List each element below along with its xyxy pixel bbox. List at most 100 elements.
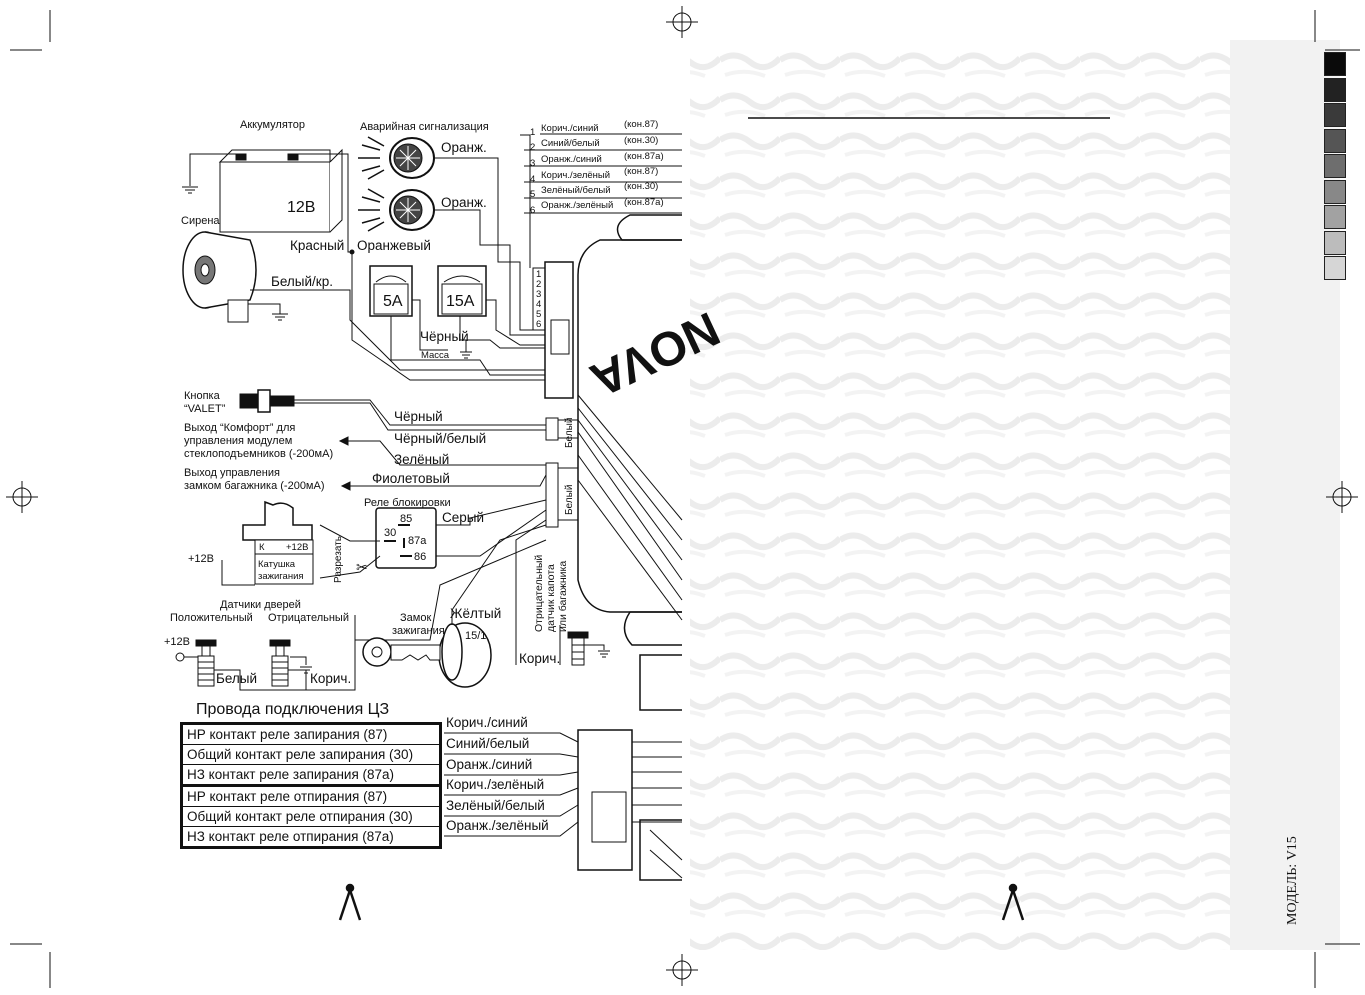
trunk-line2: замком багажника (-200мА) (184, 480, 325, 492)
relay-pin-30: 30 (384, 527, 397, 539)
fuse-5a-icon (369, 265, 413, 317)
pin-color: Оранж./синий (541, 154, 602, 165)
doors-brown: Корич. (310, 671, 352, 686)
valet-button-icon (239, 389, 295, 413)
relay-title: Реле блокировки (364, 497, 451, 509)
pin-label: 2 (536, 279, 542, 290)
valet-wire-blackwhite: Чёрный/белый (394, 431, 487, 446)
trunk-wire: Фиолетовый (372, 471, 450, 486)
cz-wire: Корич./синий (446, 715, 528, 730)
coil-plus: +12В (286, 542, 309, 553)
wire-red: Красный (290, 238, 345, 253)
pin-color: Зелёный/белый (541, 185, 611, 196)
ground-label: Масса (421, 350, 450, 361)
right-edge-texture (1230, 40, 1340, 950)
cz-desc: НР контакт реле запирания (87) (181, 723, 441, 745)
pin-color: Оранж./зелёный (541, 200, 614, 211)
pin-contact: (кон.30) (624, 135, 659, 146)
siren-title: Сирена (181, 215, 220, 227)
pin-color: Корич./синий (541, 123, 599, 134)
pin-contact: (кон.30) (624, 181, 659, 192)
siren-wire: Белый/кр. (271, 274, 333, 289)
pin-contact: (кон.87а) (624, 151, 664, 162)
hazard-lamp1-label: Оранж. (441, 140, 487, 155)
coil-line1: Катушка (258, 559, 296, 570)
logo-icon (338, 883, 1025, 921)
fuse-15a-label: 15А (446, 293, 475, 310)
table-row: НР контакт реле запирания (87) (181, 723, 441, 745)
valet-line2: “VALET” (184, 403, 226, 415)
cz-wire: Корич./зелёный (446, 777, 545, 792)
cz-table: НР контакт реле запирания (87) Общий кон… (180, 722, 442, 849)
doors-positive: Положительный (170, 612, 253, 624)
pin-num: 6 (530, 205, 536, 216)
alarm-unit-icon (577, 214, 683, 881)
relay-wire: Серый (442, 510, 485, 525)
fuse-5a-label: 5А (383, 293, 403, 310)
cz-desc: НЗ контакт реле отпирания (87а) (181, 826, 441, 848)
battery-voltage: 12В (287, 199, 316, 216)
ignition-wire: Жёлтый (450, 606, 502, 621)
ignition-lock-icon (362, 622, 492, 688)
doors-white: Белый (216, 671, 258, 686)
battery-icon (218, 148, 343, 233)
cz-desc: Общий контакт реле отпирания (30) (181, 806, 441, 827)
grayscale-swatch (1324, 179, 1346, 204)
doors-title: Датчики дверей (220, 599, 301, 611)
grayscale-swatch (1324, 103, 1346, 127)
comfort-line3: стеклоподъемников (-200мА) (184, 448, 334, 460)
hazard-lamp2-label: Оранж. (441, 195, 487, 210)
cz-wire: Зелёный/белый (446, 798, 545, 813)
hazard-lamp-icon (358, 136, 435, 180)
comfort-line1: Выход “Комфорт” для (184, 422, 296, 434)
ignition-line1: Замок (400, 612, 432, 624)
fuse-15a-icon (437, 265, 487, 317)
pin-label: 5 (536, 309, 542, 320)
relay-pin-85: 85 (400, 513, 413, 525)
pin-num: 1 (530, 127, 536, 138)
pin-label: 3 (536, 289, 542, 300)
grayscale-swatch (1324, 77, 1346, 102)
coil-line2: зажигания (258, 571, 304, 582)
wire-black: Чёрный (420, 329, 469, 344)
scissors-icon: ✂ (356, 559, 368, 575)
pin-color: Синий/белый (541, 138, 600, 149)
hazard-lamp-icon (358, 188, 435, 232)
pin-label: 1 (536, 269, 542, 280)
table-row: Общий контакт реле запирания (30) (181, 744, 441, 765)
grayscale-swatch (1324, 230, 1346, 255)
pin-num: 2 (530, 142, 536, 153)
pin-contact: (кон.87) (624, 119, 659, 130)
grayscale-swatch (1324, 128, 1346, 153)
cz-desc: Общий контакт реле запирания (30) (181, 744, 441, 765)
pin-num: 3 (530, 158, 536, 169)
table-row: Общий контакт реле отпирания (30) (181, 806, 441, 827)
pin-contact: (кон.87) (624, 166, 659, 177)
doors-negative: Отрицательный (268, 612, 349, 624)
ignition-coil-icon (242, 500, 314, 585)
wire-orange: Оранжевый (357, 238, 431, 253)
cz-title: Провода подключения ЦЗ (196, 701, 390, 718)
valet-wire-black: Чёрный (394, 409, 443, 424)
table-row: НЗ контакт реле запирания (87а) (181, 764, 441, 786)
ignition-line2: зажигания (392, 625, 445, 637)
coil-k: К (259, 542, 265, 553)
grayscale-swatch (1324, 52, 1346, 76)
connector-6pin-icon (532, 261, 574, 399)
grayscale-swatch (1324, 256, 1346, 280)
hood-wire: Корич. (519, 651, 561, 666)
cz-wire: Оранж./синий (446, 757, 533, 772)
pin-color: Корич./зелёный (541, 170, 611, 181)
relay-pin-86: 86 (414, 551, 427, 563)
door-sensor-positive-icon (195, 639, 217, 687)
pin-label: 6 (536, 319, 542, 330)
coil-supply: +12В (188, 553, 214, 565)
battery-title: Аккумулятор (240, 119, 305, 131)
cz-connector-icon (577, 729, 633, 871)
cz-desc: НР контакт реле отпирания (87) (181, 784, 441, 807)
table-row: НЗ контакт реле отпирания (87а) (181, 826, 441, 848)
trunk-line1: Выход управления (184, 467, 280, 479)
pin-label: 4 (536, 299, 542, 310)
pin-num: 4 (530, 174, 536, 185)
